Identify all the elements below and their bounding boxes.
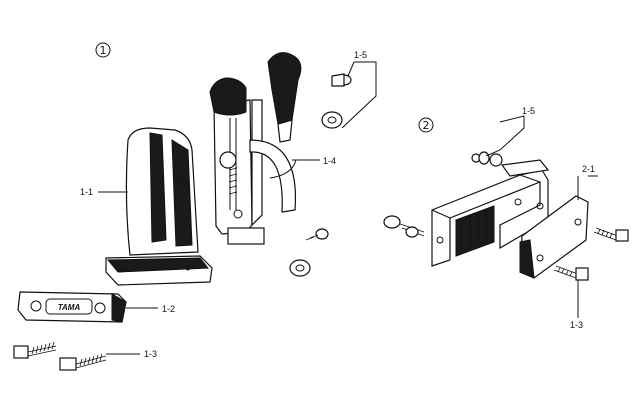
leader-lines <box>98 61 598 355</box>
part-1-3-bolt-a <box>13 341 57 359</box>
screw-left-bracket <box>383 215 425 238</box>
small-screw-mid <box>305 228 329 241</box>
part-1-4-hook-arm <box>209 52 302 245</box>
washer-mid <box>289 259 311 277</box>
callout-1-2: 1-2 <box>162 304 175 314</box>
assembly-2-number: 2 <box>423 119 430 132</box>
part-2-1-plate <box>519 195 589 279</box>
callout-1-4: 1-4 <box>323 156 336 166</box>
part-1-5-screw <box>331 73 352 87</box>
assembly-1-number: 1 <box>100 44 107 57</box>
part-bracket <box>431 159 550 267</box>
part-1-3-bolt-right-b <box>553 265 589 281</box>
part-1-2-logo-plate: TAMA <box>17 291 127 323</box>
callout-1-3: 1-3 <box>144 349 157 359</box>
callout-1-5-assembly-2: 1-5 <box>522 106 535 116</box>
callout-1-5: 1-5 <box>354 50 367 60</box>
part-1-3-bolt-b <box>59 353 107 371</box>
part-1-5-screw-right <box>471 151 503 167</box>
callout-1-3-assembly-2: 1-3 <box>570 320 583 330</box>
assembly-1-marker: 1 <box>95 42 111 58</box>
part-1-3-bolt-right-a <box>593 227 629 242</box>
assembly-2-marker: 2 <box>418 117 434 133</box>
tama-logo-text: TAMA <box>58 303 81 312</box>
callout-1-1: 1-1 <box>80 187 93 197</box>
callout-2-1: 2-1 <box>582 164 595 174</box>
part-1-5-washer <box>321 111 343 129</box>
part-1-1-holder-body <box>105 127 213 286</box>
